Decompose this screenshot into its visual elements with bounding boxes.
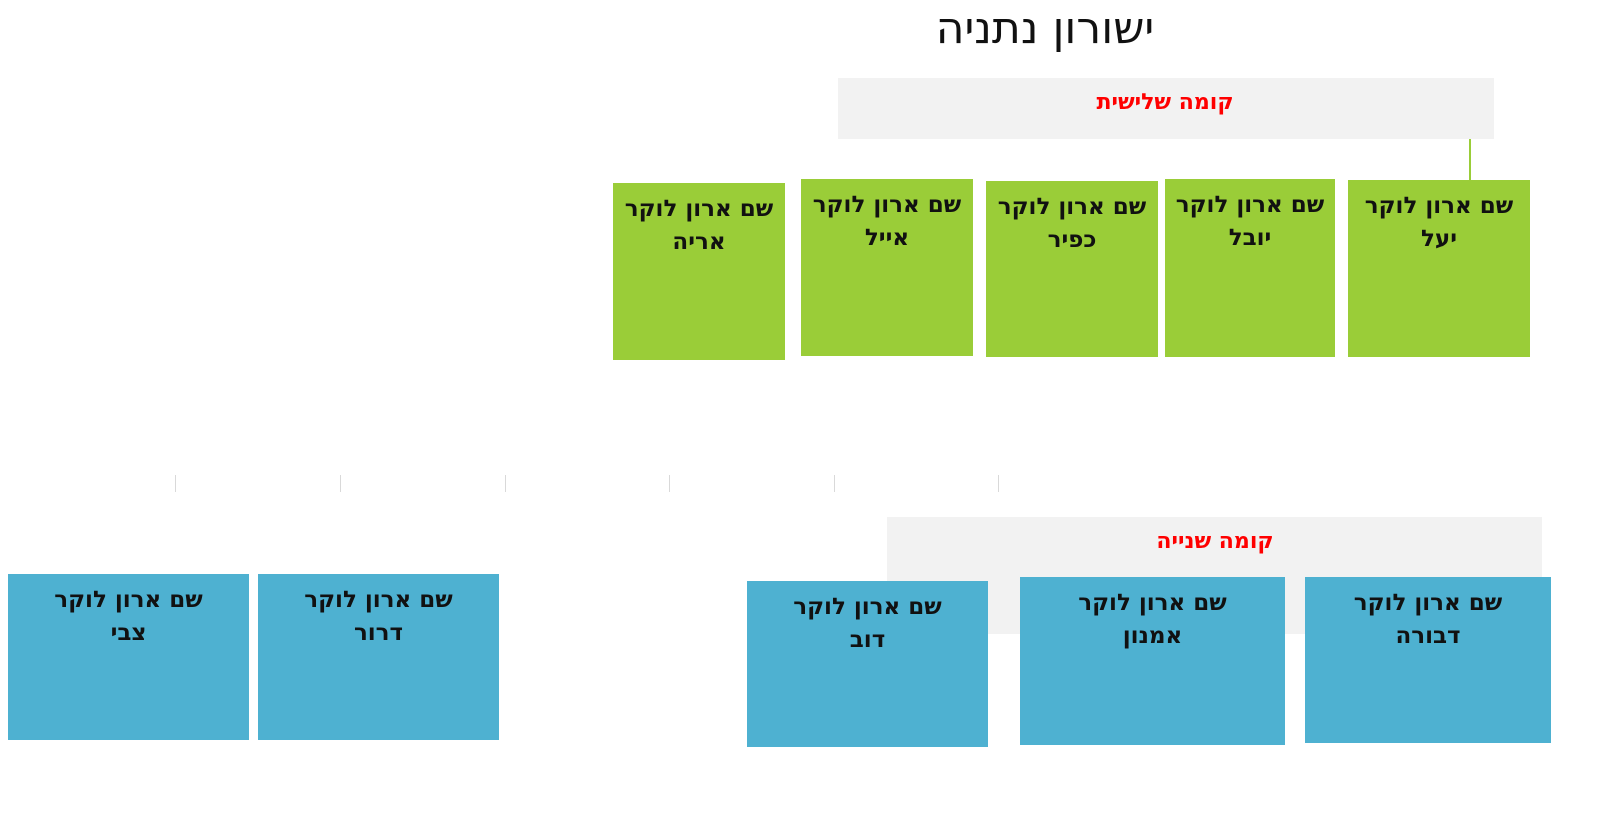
divider-tick [998,475,999,492]
locker-prefix: שם ארון לוקר [1353,590,1503,616]
locker-yuval[interactable]: שם ארון לוקר יובל [1165,179,1335,357]
locker-prefix: שם ארון לוקר [1175,192,1325,218]
locker-prefix: שם ארון לוקר [54,587,203,613]
locker-prefix: שם ארון לוקר [997,194,1147,220]
locker-prefix: שם ארון לוקר [1078,590,1227,616]
locker-name: צבי [110,620,147,646]
locker-name: אריה [672,229,726,255]
locker-name: אייל [864,225,910,251]
locker-prefix: שם ארון לוקר [624,196,774,222]
divider-tick [340,475,341,492]
third-floor-label: קומה שלישית [1096,90,1234,115]
page-title: ישורון נתניה [935,3,1155,54]
locker-dvora[interactable]: שם ארון לוקר דבורה [1305,577,1551,743]
locker-yael[interactable]: שם ארון לוקר יעל [1348,180,1530,357]
locker-name: כפיר [1047,227,1097,253]
third-floor-band [838,78,1494,139]
locker-prefix: שם ארון לוקר [304,587,453,613]
locker-name: אמנון [1122,623,1183,649]
locker-name: דוב [849,627,886,653]
locker-dov[interactable]: שם ארון לוקר דוב [747,581,988,747]
divider-tick [175,475,176,492]
locker-name: יעל [1420,226,1457,252]
locker-dror[interactable]: שם ארון לוקר דרור [258,574,499,740]
locker-tzvi[interactable]: שם ארון לוקר צבי [8,574,249,740]
divider-tick [669,475,670,492]
locker-prefix: שם ארון לוקר [1364,193,1514,219]
locker-name: יובל [1228,225,1272,251]
second-floor-label: קומה שנייה [1156,529,1274,554]
locker-arie[interactable]: שם ארון לוקר אריה [613,183,785,360]
divider-tick [505,475,506,492]
locker-name: דרור [353,620,404,646]
locker-prefix: שם ארון לוקר [793,594,942,620]
divider-tick [834,475,835,492]
locker-prefix: שם ארון לוקר [812,192,962,218]
locker-name: דבורה [1395,623,1461,649]
locker-eyal[interactable]: שם ארון לוקר אייל [801,179,973,356]
locker-kfir[interactable]: שם ארון לוקר כפיר [986,181,1158,357]
third-floor-connector [1469,139,1471,180]
locker-amnon[interactable]: שם ארון לוקר אמנון [1020,577,1285,745]
